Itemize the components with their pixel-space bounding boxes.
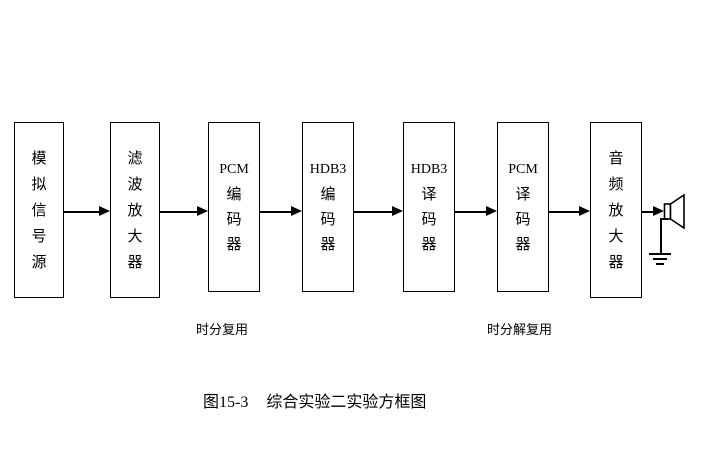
ground-wire bbox=[660, 218, 662, 254]
block-label-line: 音 bbox=[608, 148, 624, 167]
block-label-line: 大 bbox=[127, 226, 143, 245]
block-label-line: 器 bbox=[226, 234, 242, 253]
block-label-line: 放 bbox=[608, 200, 624, 219]
block-label-line: 频 bbox=[608, 174, 624, 193]
figure-caption: 图15-3 综合实验二实验方框图 bbox=[203, 388, 426, 412]
connector-6-line bbox=[549, 211, 579, 213]
connector-4-arrow bbox=[392, 206, 403, 216]
speaker-icon-svg bbox=[663, 193, 685, 230]
block-label-line: 码 bbox=[421, 209, 437, 228]
block-label-line: 译 bbox=[421, 184, 437, 203]
block-label-line: 码 bbox=[515, 209, 531, 228]
block-pcm-encoder[interactable]: PCM 编 码 器 bbox=[208, 122, 260, 292]
connector-1-line bbox=[64, 211, 99, 213]
block-label-line: 译 bbox=[515, 184, 531, 203]
block-label-line: 滤 bbox=[127, 148, 143, 167]
connector-7-line bbox=[642, 211, 653, 213]
block-label-line: 模 bbox=[31, 148, 47, 167]
ground-bar-1 bbox=[649, 253, 671, 255]
connector-3-arrow bbox=[291, 206, 302, 216]
connector-5-arrow bbox=[486, 206, 497, 216]
block-filter-amplifier[interactable]: 滤 波 放 大 器 bbox=[110, 122, 160, 298]
block-label-line: 器 bbox=[515, 234, 531, 253]
connector-2-line bbox=[160, 211, 197, 213]
connector-7-arrow bbox=[653, 206, 664, 216]
block-label-line: PCM bbox=[219, 161, 249, 177]
block-audio-amplifier[interactable]: 音 频 放 大 器 bbox=[590, 122, 642, 298]
block-label-line: 器 bbox=[320, 234, 336, 253]
block-label-line: 编 bbox=[226, 184, 242, 203]
block-label-line: 码 bbox=[320, 209, 336, 228]
speaker-icon bbox=[663, 193, 689, 231]
block-label-line: 波 bbox=[127, 174, 143, 193]
block-label-line: 源 bbox=[31, 252, 47, 271]
block-label-line: 编 bbox=[320, 184, 336, 203]
connector-6-arrow bbox=[579, 206, 590, 216]
connector-3-line bbox=[260, 211, 291, 213]
block-hdb3-decoder[interactable]: HDB3 译 码 器 bbox=[403, 122, 455, 292]
block-pcm-decoder[interactable]: PCM 译 码 器 bbox=[497, 122, 549, 292]
ground-bar-2 bbox=[653, 258, 667, 260]
block-label-line: HDB3 bbox=[309, 161, 347, 177]
figure-caption-id: 图15-3 bbox=[203, 394, 249, 411]
block-hdb3-encoder[interactable]: HDB3 编 码 器 bbox=[302, 122, 354, 292]
block-label-line: 器 bbox=[608, 252, 624, 271]
block-label-line: 大 bbox=[608, 226, 624, 245]
block-label-line: 号 bbox=[31, 226, 47, 245]
annotation-time-division-multiplexing: 时分复用 bbox=[196, 323, 249, 338]
ground-bar-3 bbox=[656, 263, 664, 265]
connector-2-arrow bbox=[197, 206, 208, 216]
block-label-line: HDB3 bbox=[410, 161, 448, 177]
annotation-time-division-demultiplexing: 时分解复用 bbox=[487, 323, 553, 338]
block-label-line: PCM bbox=[508, 161, 538, 177]
figure-caption-text: 综合实验二实验方框图 bbox=[266, 392, 427, 411]
block-label-line: 器 bbox=[127, 252, 143, 271]
connector-4-line bbox=[354, 211, 392, 213]
connector-5-line bbox=[455, 211, 486, 213]
block-analog-signal-source[interactable]: 模 拟 信 号 源 bbox=[14, 122, 64, 298]
block-label-line: 放 bbox=[127, 200, 143, 219]
block-label-line: 码 bbox=[226, 209, 242, 228]
block-label-line: 拟 bbox=[31, 174, 47, 193]
block-label-line: 器 bbox=[421, 234, 437, 253]
connector-1-arrow bbox=[99, 206, 110, 216]
ground-lead-top bbox=[660, 218, 668, 220]
block-label-line: 信 bbox=[31, 200, 47, 219]
